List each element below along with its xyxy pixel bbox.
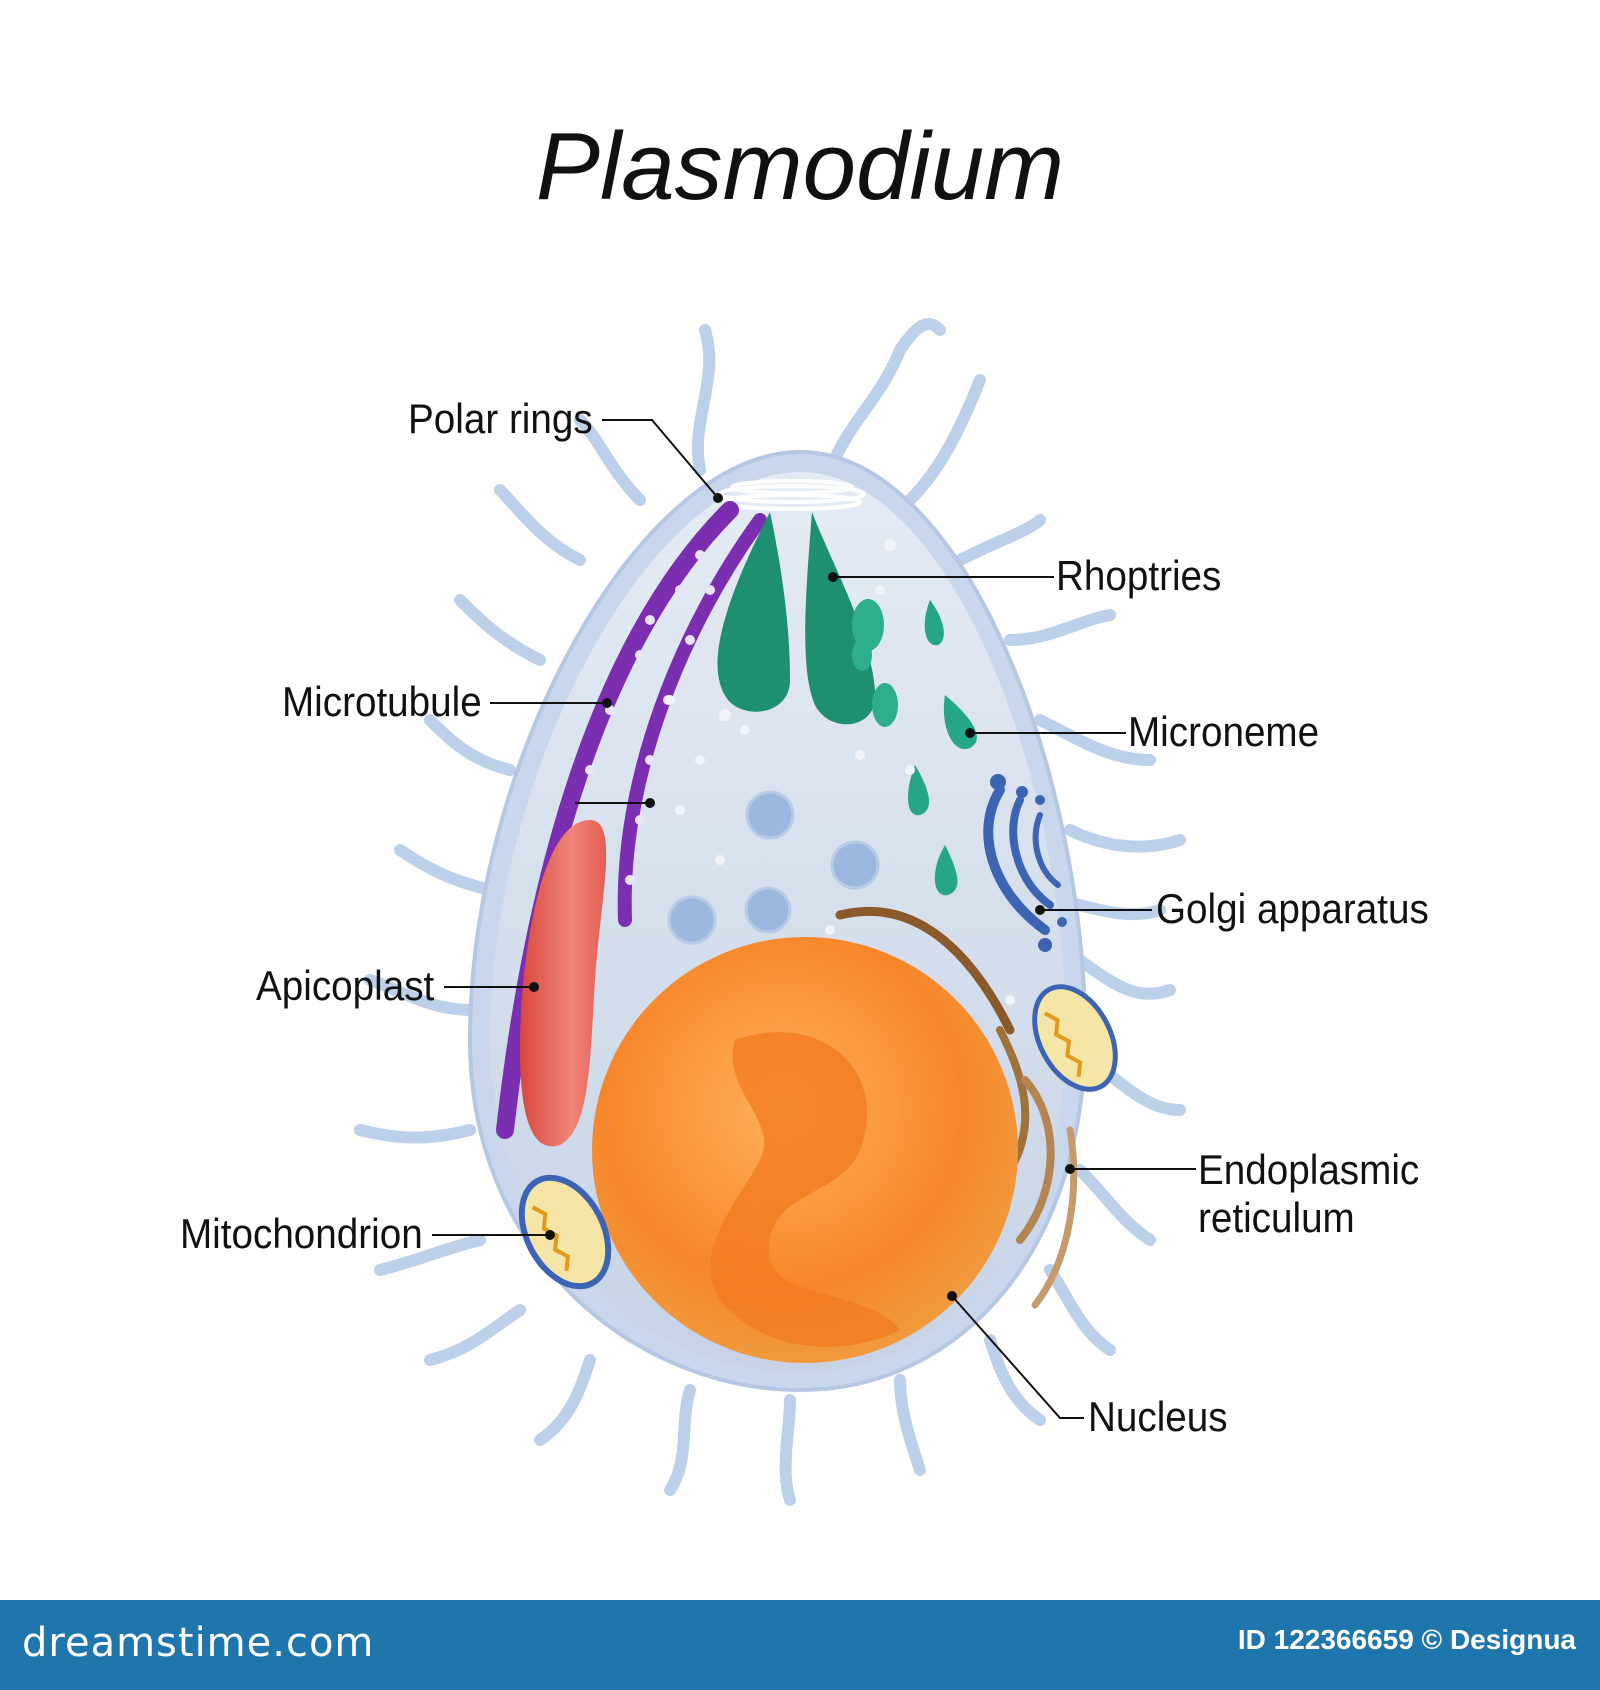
label-mitochondrion: Mitochondrion xyxy=(180,1210,423,1257)
mitochondrion-right xyxy=(1032,984,1118,1092)
footer-brand: dreamstime.com xyxy=(22,1620,375,1666)
leader-nucleus xyxy=(951,1295,1084,1419)
leader-lines xyxy=(432,419,1196,1419)
label-nucleus: Nucleus xyxy=(1088,1393,1228,1440)
vesicles xyxy=(667,790,880,945)
label-endoplasmic: Endoplasmic xyxy=(1198,1146,1420,1193)
leader-dots xyxy=(529,493,1075,1301)
watermark-footer-bar: dreamstime.com ID 122366659 © Designua xyxy=(0,1600,1600,1690)
nucleolus xyxy=(710,1032,900,1347)
mitochondrion-left xyxy=(518,1174,612,1290)
footer-image-id: ID 122366659 © Designua xyxy=(1237,1624,1576,1655)
label-reticulum: reticulum xyxy=(1198,1194,1355,1241)
label-polar-rings: Polar rings xyxy=(408,395,593,442)
rhoptry-buds xyxy=(852,599,898,727)
diagram-title: Plasmodium xyxy=(535,113,1065,220)
golgi-vesicles xyxy=(990,774,1067,952)
label-microtubule: Microtubule xyxy=(282,678,482,725)
label-apicoplast: Apicoplast xyxy=(256,962,435,1009)
label-microneme: Microneme xyxy=(1128,708,1320,755)
granules xyxy=(665,539,1015,1005)
leader-polar-rings xyxy=(602,419,719,499)
golgi-apparatus xyxy=(983,785,1061,935)
label-golgi-apparatus: Golgi apparatus xyxy=(1156,885,1429,932)
surface-projections xyxy=(354,318,1186,1506)
rhoptries xyxy=(717,512,876,725)
label-rhoptries: Rhoptries xyxy=(1056,552,1222,599)
plasmodium-illustration xyxy=(354,318,1196,1506)
apicoplast xyxy=(520,820,607,1147)
endoplasmic-reticulum xyxy=(835,906,1078,1309)
